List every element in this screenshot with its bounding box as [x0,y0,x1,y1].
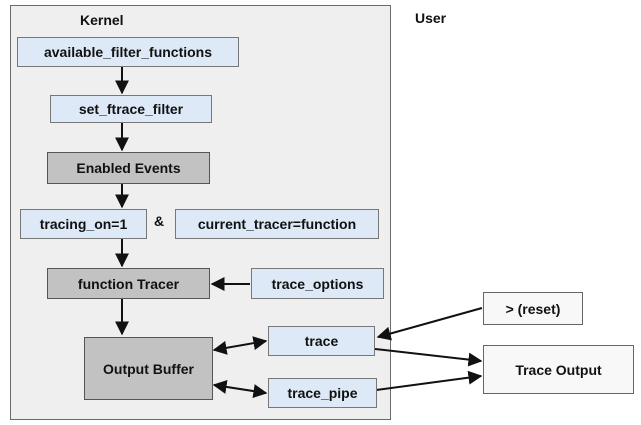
node-trace-output: Trace Output [483,345,634,394]
node-function-tracer: function Tracer [47,268,210,299]
ampersand: & [154,213,165,229]
arrow-trace-to-trace-output [374,348,483,367]
node-tracing-on: tracing_on=1 [20,209,147,239]
arrow-output-buffer-trace [212,336,268,355]
node-trace-options: trace_options [251,268,384,299]
node-enabled-events: Enabled Events [47,152,210,184]
arrow-output-buffer-trace-pipe [212,379,268,399]
node-trace: trace [268,326,375,356]
node-trace-pipe: trace_pipe [268,378,377,408]
node-output-buffer: Output Buffer [84,337,213,400]
arrow-reset-to-trace [376,307,483,341]
node-reset: > (reset) [483,292,583,325]
kernel-label: Kernel [80,12,124,28]
node-set-ftrace-filter: set_ftrace_filter [50,95,212,123]
node-available-filter-functions: available_filter_functions [17,37,239,67]
user-label: User [415,10,447,26]
node-current-tracer: current_tracer=function [175,209,379,239]
arrow-trace-pipe-to-trace-output [375,370,483,391]
